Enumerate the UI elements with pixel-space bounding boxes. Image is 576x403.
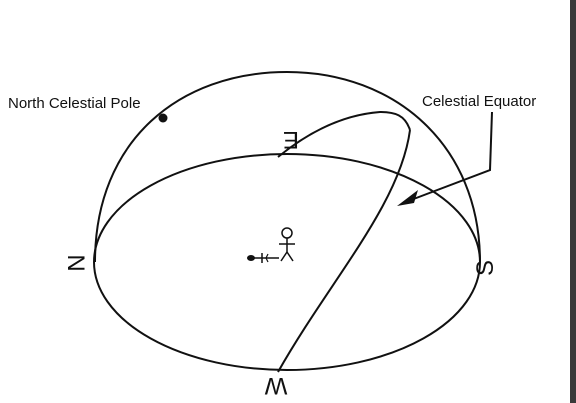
celestial-equator-label: Celestial Equator xyxy=(422,93,536,110)
direction-east-label: E xyxy=(283,126,299,153)
window-frame-edge xyxy=(570,0,576,403)
direction-north-label: N xyxy=(62,254,89,271)
direction-west-label: W xyxy=(264,372,287,399)
equator-pointer-arrowhead xyxy=(397,190,418,206)
horizon-ellipse xyxy=(93,153,481,371)
north-celestial-pole-label: North Celestial Pole xyxy=(8,95,141,112)
direction-south-label: S xyxy=(472,260,499,276)
celestial-equator-arc-back xyxy=(277,110,411,158)
celestial-dome xyxy=(94,70,481,263)
celestial-equator-arc-front xyxy=(277,129,411,373)
observer-stick-figure-icon xyxy=(279,227,295,262)
north-celestial-pole-dot xyxy=(158,113,168,123)
equator-pointer-line xyxy=(402,111,493,204)
pointing-arrow-icon xyxy=(247,253,279,263)
